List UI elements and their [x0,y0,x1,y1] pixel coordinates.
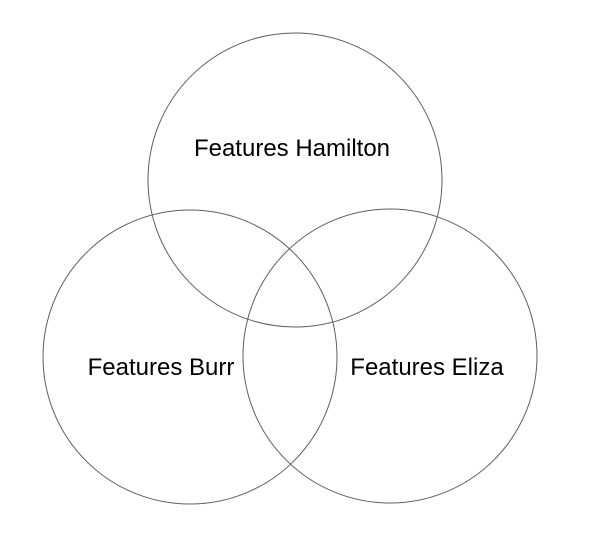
venn-label-eliza: Features Eliza [350,354,504,381]
venn-circle-eliza [242,208,538,504]
venn-label-hamilton: Features Hamilton [194,135,390,162]
venn-circle-burr [42,209,338,505]
venn-label-burr: Features Burr [88,354,235,381]
venn-circle-hamilton [147,32,443,328]
